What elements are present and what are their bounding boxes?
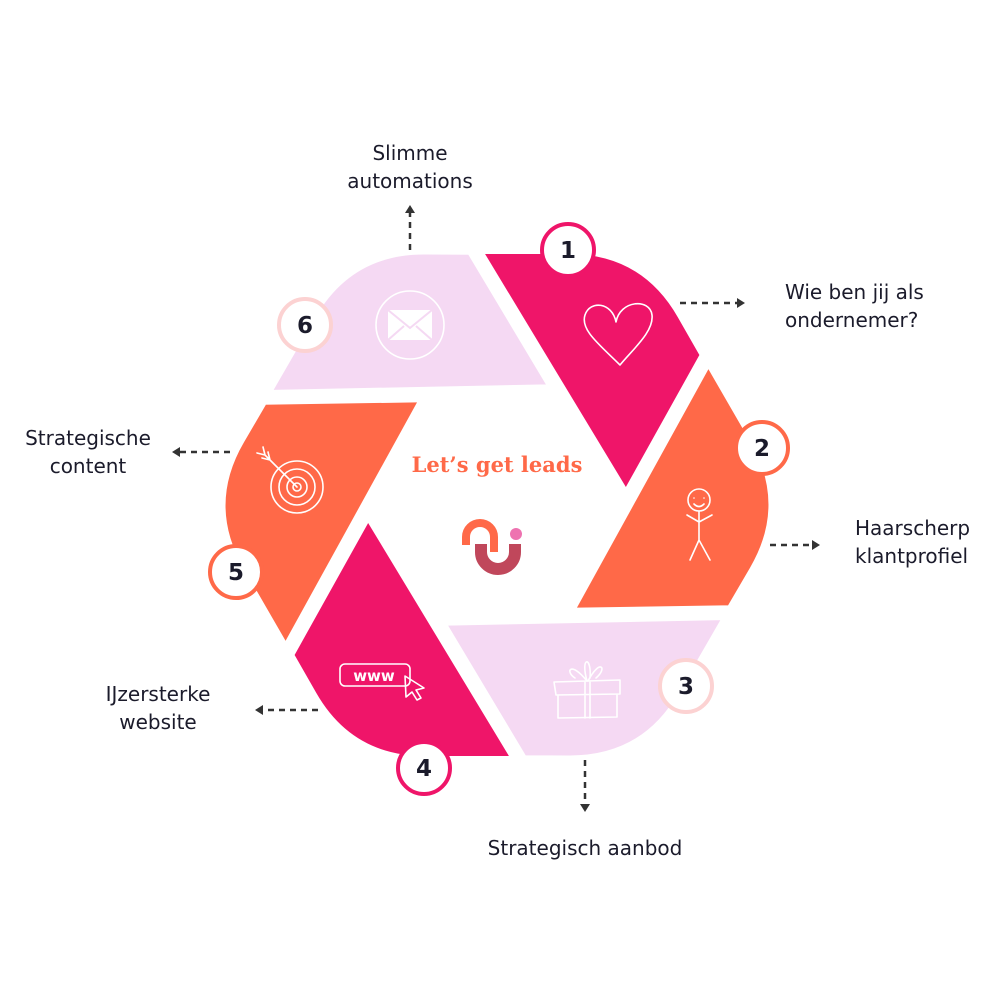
envelope-fold bbox=[387, 325, 433, 341]
logo-maroon-arc bbox=[475, 544, 521, 575]
step-3-label-line: Strategisch aanbod bbox=[487, 836, 683, 860]
step-6-arrow bbox=[405, 205, 415, 250]
step-3-badge: 3 bbox=[658, 658, 714, 714]
step-1-badge: 1 bbox=[540, 222, 596, 278]
envelope-flap bbox=[387, 309, 433, 330]
step-4-label: IJzersterke website bbox=[106, 680, 211, 736]
badge-circle bbox=[658, 658, 714, 714]
step-4-arrow bbox=[255, 705, 318, 715]
step-1-label-line: ondernemer? bbox=[785, 308, 919, 332]
stick-figure-icon bbox=[686, 488, 713, 561]
step-4-label-line: IJzersterke bbox=[105, 682, 211, 706]
badge-circle bbox=[396, 740, 452, 796]
step-5-label-line: content bbox=[49, 454, 127, 478]
brand-logo bbox=[462, 519, 522, 575]
segments bbox=[217, 246, 777, 764]
step-2-arrow bbox=[770, 540, 820, 550]
step-number: 3 bbox=[678, 674, 694, 700]
step-5-label: Strategische content bbox=[25, 424, 151, 480]
address-bar bbox=[339, 663, 411, 687]
step-number: 6 bbox=[297, 313, 313, 339]
step-2-label: Haarscherp klantprofiel bbox=[855, 514, 970, 570]
step-5-arrow bbox=[172, 447, 230, 457]
target-ring bbox=[270, 460, 324, 514]
step-1-arrow bbox=[680, 298, 745, 308]
badge-circle bbox=[277, 297, 333, 353]
badge-circle bbox=[208, 544, 264, 600]
logo-orange-arc bbox=[462, 519, 498, 552]
step-4-badge: 4 bbox=[396, 740, 452, 796]
arrow-head-icon bbox=[737, 298, 745, 308]
step-6-label-line: Slimme bbox=[372, 141, 448, 165]
step-1-label: Wie ben jij als ondernemer? bbox=[785, 278, 924, 334]
step-number: 1 bbox=[560, 238, 576, 264]
target-icon bbox=[256, 446, 324, 514]
badge-circle bbox=[734, 420, 790, 476]
arrow bbox=[256, 446, 298, 488]
target-ring bbox=[286, 476, 308, 498]
envelope-circle bbox=[375, 290, 445, 360]
arrow-head-icon bbox=[172, 447, 180, 457]
heart-shape bbox=[583, 302, 653, 366]
step-6-label-line: automations bbox=[347, 169, 473, 193]
step-number: 4 bbox=[416, 756, 432, 782]
step-3-arrow bbox=[580, 760, 590, 812]
cursor-icon bbox=[404, 675, 425, 701]
step-number: 2 bbox=[754, 436, 770, 462]
target-ring bbox=[278, 468, 316, 506]
heart-icon bbox=[583, 302, 653, 366]
face bbox=[693, 497, 705, 508]
step-6-badge: 6 bbox=[277, 297, 333, 353]
step-5-label-line: Strategische bbox=[25, 426, 151, 450]
step-2-label-line: Haarscherp bbox=[855, 516, 971, 540]
step-5-badge: 5 bbox=[208, 544, 264, 600]
www-text: www bbox=[353, 667, 395, 685]
arrow-head-icon bbox=[405, 205, 415, 213]
envelope-icon bbox=[375, 290, 445, 360]
badge-circle bbox=[540, 222, 596, 278]
step-2-badge: 2 bbox=[734, 420, 790, 476]
www-cursor-icon: www bbox=[339, 663, 425, 701]
step-3-label: Strategisch aanbod bbox=[488, 834, 683, 862]
step-6-label: Slimme automations bbox=[347, 139, 472, 195]
center-title: Let’s get leads bbox=[411, 452, 583, 477]
bow bbox=[569, 661, 603, 682]
box bbox=[553, 679, 621, 719]
step-4-label-line: website bbox=[119, 710, 197, 734]
arrow-head-icon bbox=[812, 540, 820, 550]
arrow-head-icon bbox=[255, 705, 263, 715]
step-number: 5 bbox=[228, 560, 244, 586]
arrow-head-icon bbox=[580, 804, 590, 812]
logo-dot bbox=[510, 528, 522, 540]
step-1-label-line: Wie ben jij als bbox=[785, 280, 924, 304]
body bbox=[686, 510, 713, 561]
step-2-label-line: klantprofiel bbox=[855, 544, 969, 568]
target-ring bbox=[292, 482, 302, 492]
gift-icon bbox=[553, 661, 621, 719]
